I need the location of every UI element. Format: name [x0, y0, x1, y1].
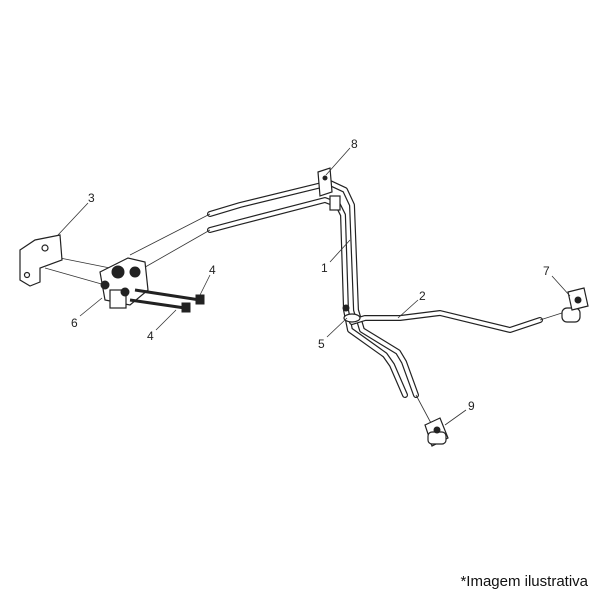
valve-part-6 [99, 257, 149, 309]
callout-2: 2 [419, 289, 426, 303]
pipe-1 [207, 180, 419, 398]
clip-part-8 [317, 167, 341, 211]
callout-4-lower: 4 [147, 329, 154, 343]
fitting-part-9 [424, 417, 449, 447]
callout-1: 1 [321, 261, 328, 275]
bolt-part-4 [129, 288, 205, 313]
callout-4-upper: 4 [209, 263, 216, 277]
illustrative-image-caption: *Imagem ilustrativa [460, 573, 588, 590]
callout-9: 9 [468, 399, 475, 413]
callout-6: 6 [71, 316, 78, 330]
callout-7: 7 [543, 264, 550, 278]
pipe-2 [349, 310, 543, 333]
callout-8: 8 [351, 137, 358, 151]
bracket-part-3 [19, 234, 63, 287]
callout-3: 3 [88, 191, 95, 205]
callout-5: 5 [318, 337, 325, 351]
clamp-part-5 [342, 304, 361, 323]
leader-lines [57, 147, 571, 426]
assembly-lines [44, 213, 566, 426]
fitting-part-7 [561, 287, 589, 323]
